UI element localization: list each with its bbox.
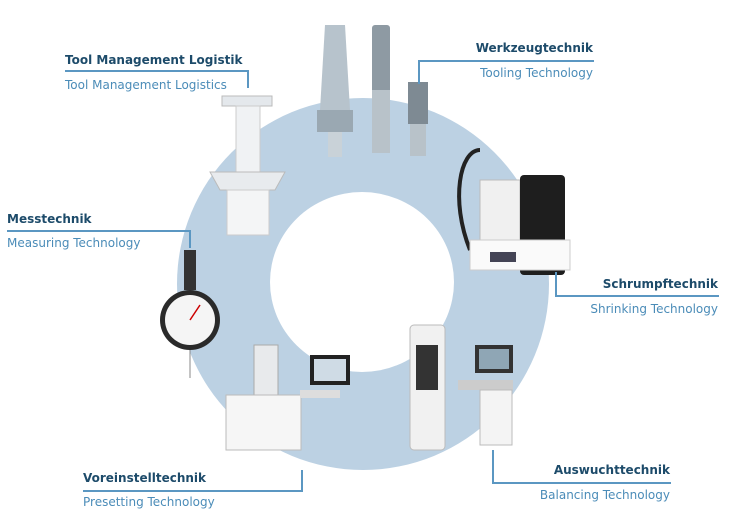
shrink-machine-image: [457, 148, 571, 275]
label-balancing-en: Balancing Technology: [539, 488, 670, 502]
connector-presetting-rise: [301, 470, 303, 492]
label-balancing-de: Auswuchttechnik: [553, 463, 670, 477]
label-tool-management-en: Tool Management Logistics: [65, 78, 227, 92]
connector-tool-management-drop: [247, 70, 249, 88]
connector-measuring: [7, 230, 191, 232]
presetting-device-image: [225, 344, 350, 451]
label-tooling-de: Werkzeugtechnik: [475, 41, 593, 55]
label-measuring-en: Measuring Technology: [7, 236, 141, 250]
connector-presetting: [83, 490, 303, 492]
cutter-image: [408, 82, 428, 156]
connector-tooling: [418, 60, 594, 62]
tool-management-cabinet-image: [209, 95, 286, 236]
label-presetting-en: Presetting Technology: [83, 495, 215, 509]
connector-tool-management: [65, 70, 248, 72]
label-shrinking-en: Shrinking Technology: [590, 302, 718, 316]
end-mill-image: [372, 25, 390, 153]
label-tooling-en: Tooling Technology: [480, 66, 593, 80]
connector-tooling-drop: [418, 60, 420, 84]
label-shrinking-de: Schrumpftechnik: [602, 277, 718, 291]
connector-shrinking-rise: [555, 272, 557, 297]
label-measuring-de: Messtechnik: [7, 212, 92, 226]
tool-holder-image: [317, 25, 353, 157]
connector-balancing: [492, 482, 671, 484]
label-presetting-de: Voreinstelltechnik: [83, 471, 206, 485]
connector-balancing-rise: [492, 450, 494, 484]
balancing-machine-image: [458, 345, 513, 446]
label-tool-management-de: Tool Management Logistik: [65, 53, 243, 67]
tool-dynamic-balancer-image: [409, 324, 446, 451]
dial-gauge-image: [160, 250, 220, 378]
connector-measuring-drop: [189, 230, 191, 248]
connector-shrinking: [555, 295, 719, 297]
